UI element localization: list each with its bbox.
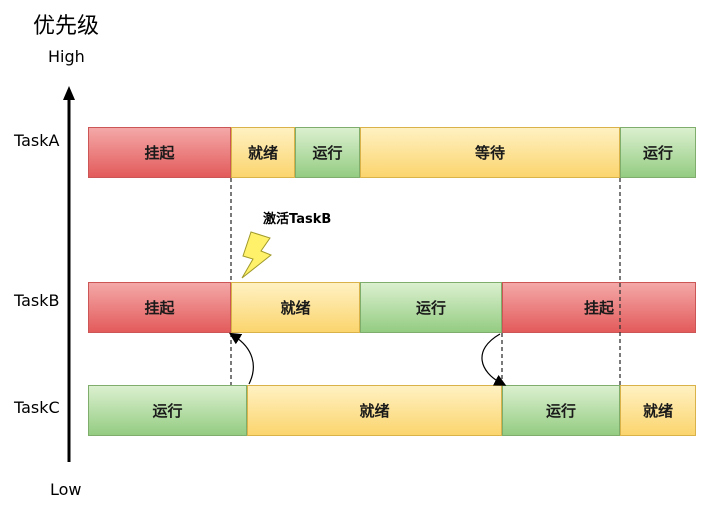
taska-segment-3: 运行 [295, 127, 360, 178]
taska-segment-4: 等待 [360, 127, 620, 178]
taskc-segment-3: 运行 [502, 385, 620, 436]
taskc-segment-1: 运行 [88, 385, 247, 436]
activate-taskb-annotation: 激活TaskB [263, 212, 332, 227]
taskb-segment-3: 运行 [360, 282, 502, 333]
taska-segment-2: 就绪 [231, 127, 295, 178]
taskb-segment-2: 就绪 [231, 282, 360, 333]
switch-arrow-b-to-c [481, 333, 507, 386]
page-title: 优先级 [33, 14, 100, 39]
taska-segment-1: 挂起 [88, 127, 231, 178]
taska-segment-5: 运行 [620, 127, 696, 178]
task-label-a: TaskA [14, 131, 60, 150]
axis-low-label: Low [50, 480, 82, 499]
priority-axis-arrowhead [63, 86, 75, 100]
taskb-segment-4: 挂起 [502, 282, 696, 333]
lightning-bolt-icon [241, 231, 272, 279]
axis-high-label: High [48, 47, 85, 66]
taskc-segment-4: 就绪 [620, 385, 696, 436]
task-label-c: TaskC [14, 398, 60, 417]
task-label-b: TaskB [14, 291, 60, 310]
taskc-segment-2: 就绪 [247, 385, 502, 436]
taskb-segment-1: 挂起 [88, 282, 231, 333]
switch-arrow-c-to-b [228, 332, 254, 385]
